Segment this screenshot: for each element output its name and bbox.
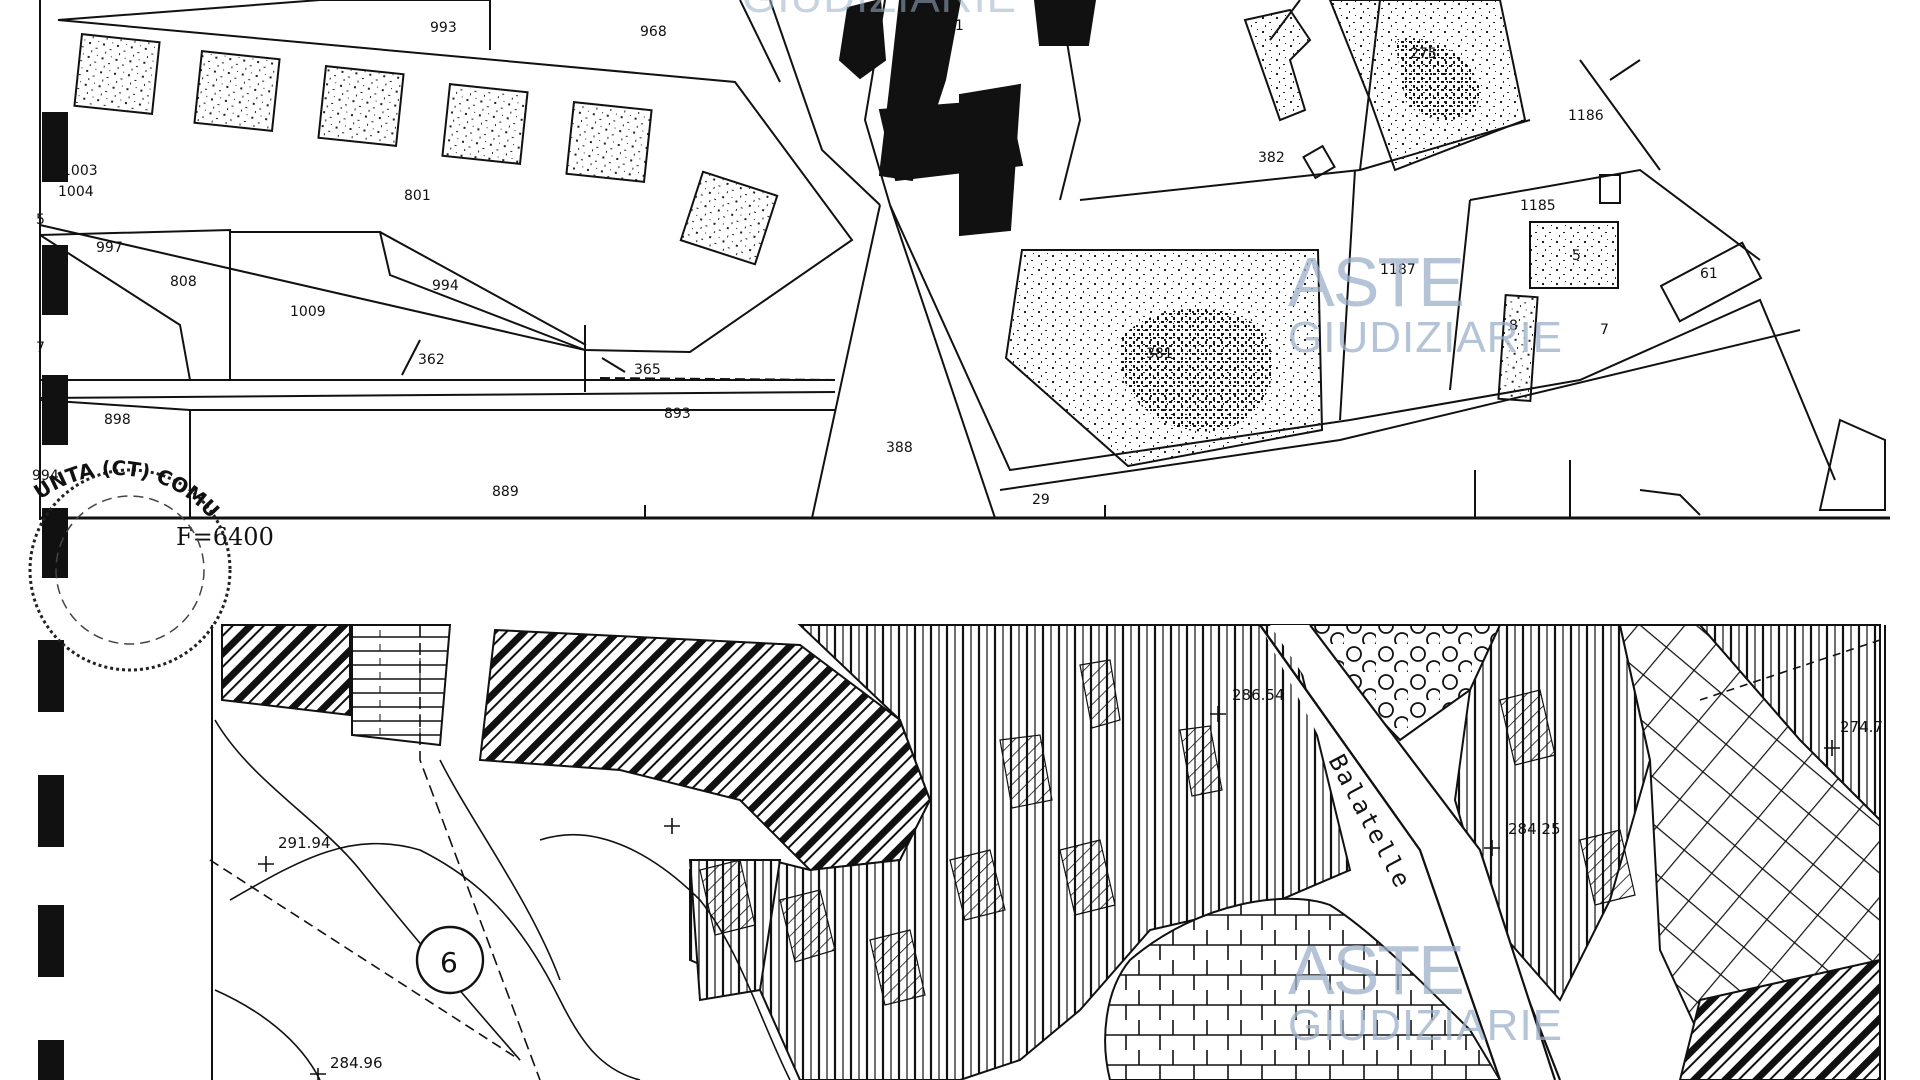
parcel-label: 381: [1146, 346, 1173, 362]
parcel-label: 968: [640, 24, 667, 40]
parcel-label: 382: [1258, 150, 1285, 166]
parcel-label: 275: [1410, 46, 1437, 62]
watermark-subtext: GIUDIZIARIE: [742, 0, 1017, 22]
parcel-label: 994: [432, 278, 459, 294]
parcel-label: 51: [946, 18, 964, 34]
parcel-label: 1009: [290, 304, 326, 320]
parcel-label: 893: [664, 406, 691, 422]
parcel-label: 997: [96, 240, 123, 256]
watermark-subtext: GIUDIZIARIE: [1288, 1001, 1563, 1050]
parcel-label: 808: [170, 274, 197, 290]
watermark-bottom: ASTE GIUDIZIARIE: [1288, 931, 1563, 1050]
parcel-label: 5: [36, 212, 45, 228]
elevation-label: 274.7: [1840, 718, 1883, 736]
parcel-label: 7: [36, 340, 45, 356]
parcel-label: 29: [1032, 492, 1050, 508]
parcel-label: 994: [32, 468, 59, 484]
watermark-partial: GIUDIZIARIE: [742, 0, 1017, 22]
top-cadastral-sheet: [39, 0, 1890, 578]
parcel-label: 1185: [1520, 198, 1556, 214]
top-parcel-labels: 993 968 51 275 1186 382 1003 1004 801 11…: [32, 18, 1718, 508]
parcel-label: 1187: [1380, 262, 1416, 278]
parcel-label: 362: [418, 352, 445, 368]
parcel-label: 993: [430, 20, 457, 36]
sheet-label: F=6400: [176, 523, 274, 551]
watermark-text: ASTE: [1288, 243, 1463, 321]
parcel-label: 7: [1600, 322, 1609, 338]
site-marker-label: 6: [440, 946, 458, 979]
parcel-label: 61: [1700, 266, 1718, 282]
elevation-labels: 286.54 291.94 284.96 284.25 274.7: [278, 686, 1883, 1072]
parcel-label: 801: [404, 188, 431, 204]
parcel-label: 8: [1509, 318, 1518, 334]
elevation-label: 284.96: [330, 1054, 383, 1072]
bottom-zoning-sheet: [38, 624, 1886, 1080]
parcel-label: 5: [1572, 248, 1581, 264]
watermark-text: ASTE: [1288, 931, 1463, 1009]
watermark-subtext: GIUDIZIARIE: [1288, 313, 1563, 362]
elevation-label: 284.25: [1508, 820, 1561, 838]
watermark-top: ASTE GIUDIZIARIE: [1288, 243, 1563, 362]
parcel-label: 388: [886, 440, 913, 456]
parcel-label: 1003: [62, 163, 98, 179]
parcel-label: 365: [634, 362, 661, 378]
parcel-label: 1186: [1568, 108, 1604, 124]
parcel-label: 898: [104, 412, 131, 428]
elevation-label: 291.94: [278, 834, 331, 852]
parcel-label: 889: [492, 484, 519, 500]
elevation-label: 286.54: [1232, 686, 1285, 704]
parcel-label: 1004: [58, 184, 94, 200]
